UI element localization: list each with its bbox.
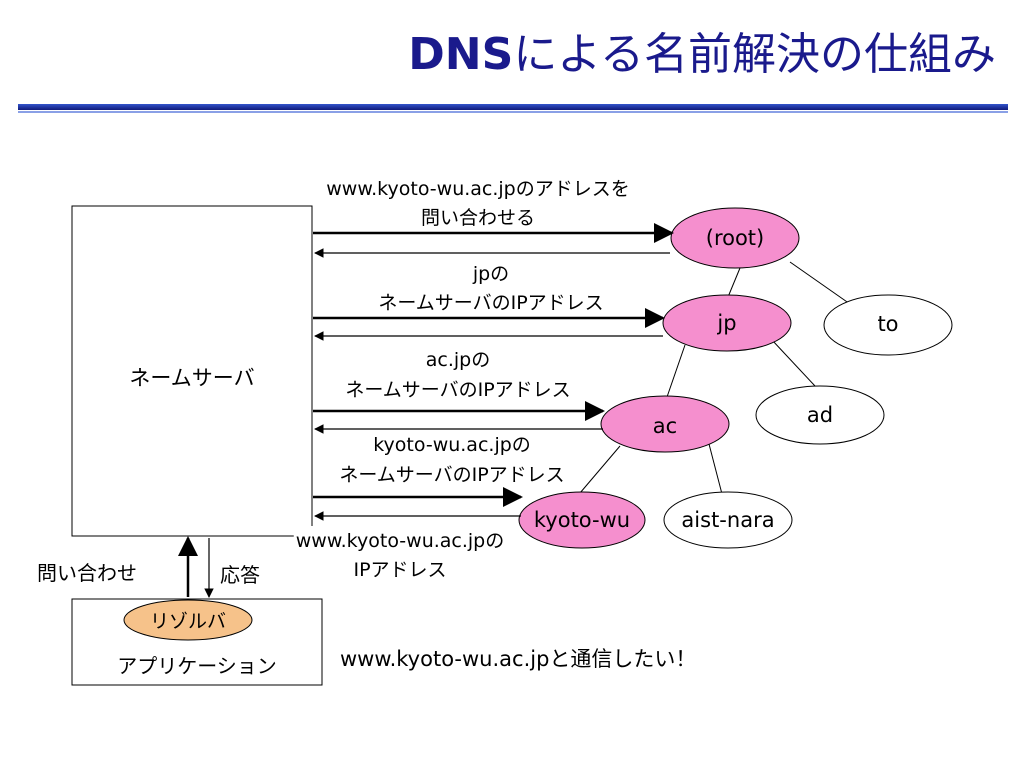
msg-kyoto-line2: ネームサーバのIPアドレス: [339, 464, 565, 486]
msg-query-line2: 問い合わせる: [420, 207, 536, 229]
response-label: 応答: [220, 563, 260, 587]
application-label: アプリケーション: [117, 654, 277, 678]
node-kyoto-wu: [518, 491, 646, 549]
node-ac: [600, 395, 730, 453]
title-rule-highlight: [18, 111, 1008, 113]
msg-ac-line2: ネームサーバのIPアドレス: [345, 379, 571, 401]
edge-root-jp: [727, 267, 741, 298]
edge-ac-kyoto: [579, 445, 621, 494]
edge-jp-ad: [771, 339, 816, 387]
node-to: [823, 294, 953, 356]
title-dns: DNS: [408, 29, 514, 80]
name-server-box: [71, 205, 313, 537]
title-rule: [18, 104, 1008, 110]
node-aist-nara-label: aist-nara: [681, 508, 775, 532]
edge-jp-ac: [666, 344, 686, 398]
msg-query-line1: www.kyoto-wu.ac.jpのアドレスを: [326, 178, 630, 200]
resolver-label: リゾルバ: [149, 610, 227, 633]
name-server-label: ネームサーバ: [129, 366, 255, 390]
title-rest: による名前解決の仕組み: [513, 29, 996, 80]
node-root-label: (root): [705, 226, 765, 250]
edge-root-to: [789, 261, 851, 305]
node-ad-label: ad: [806, 403, 834, 427]
node-ad: [755, 385, 885, 445]
msg-www-line2: IPアドレス: [353, 559, 447, 581]
node-ac-label: ac: [652, 414, 678, 438]
page-title: DNSによる名前解決の仕組み: [408, 18, 996, 82]
node-kyoto-wu-label: kyoto-wu: [533, 508, 631, 532]
msg-www-line1: www.kyoto-wu.ac.jpの: [293, 526, 507, 553]
query-label: 問い合わせ: [37, 561, 137, 585]
resolver-ellipse: [123, 599, 253, 641]
node-jp-label: jp: [717, 311, 737, 335]
msg-kyoto-line1: kyoto-wu.ac.jpの: [373, 434, 531, 456]
goal-message: www.kyoto-wu.ac.jpと通信したい！: [340, 647, 697, 671]
node-to-label: to: [877, 312, 899, 336]
msg-ac-line1: ac.jpの: [425, 349, 491, 371]
msg-jp-line2: ネームサーバのIPアドレス: [378, 292, 604, 314]
edge-ac-aist: [708, 443, 723, 495]
node-aist-nara: [663, 491, 793, 549]
msg-jp-line1: jpの: [472, 263, 510, 285]
